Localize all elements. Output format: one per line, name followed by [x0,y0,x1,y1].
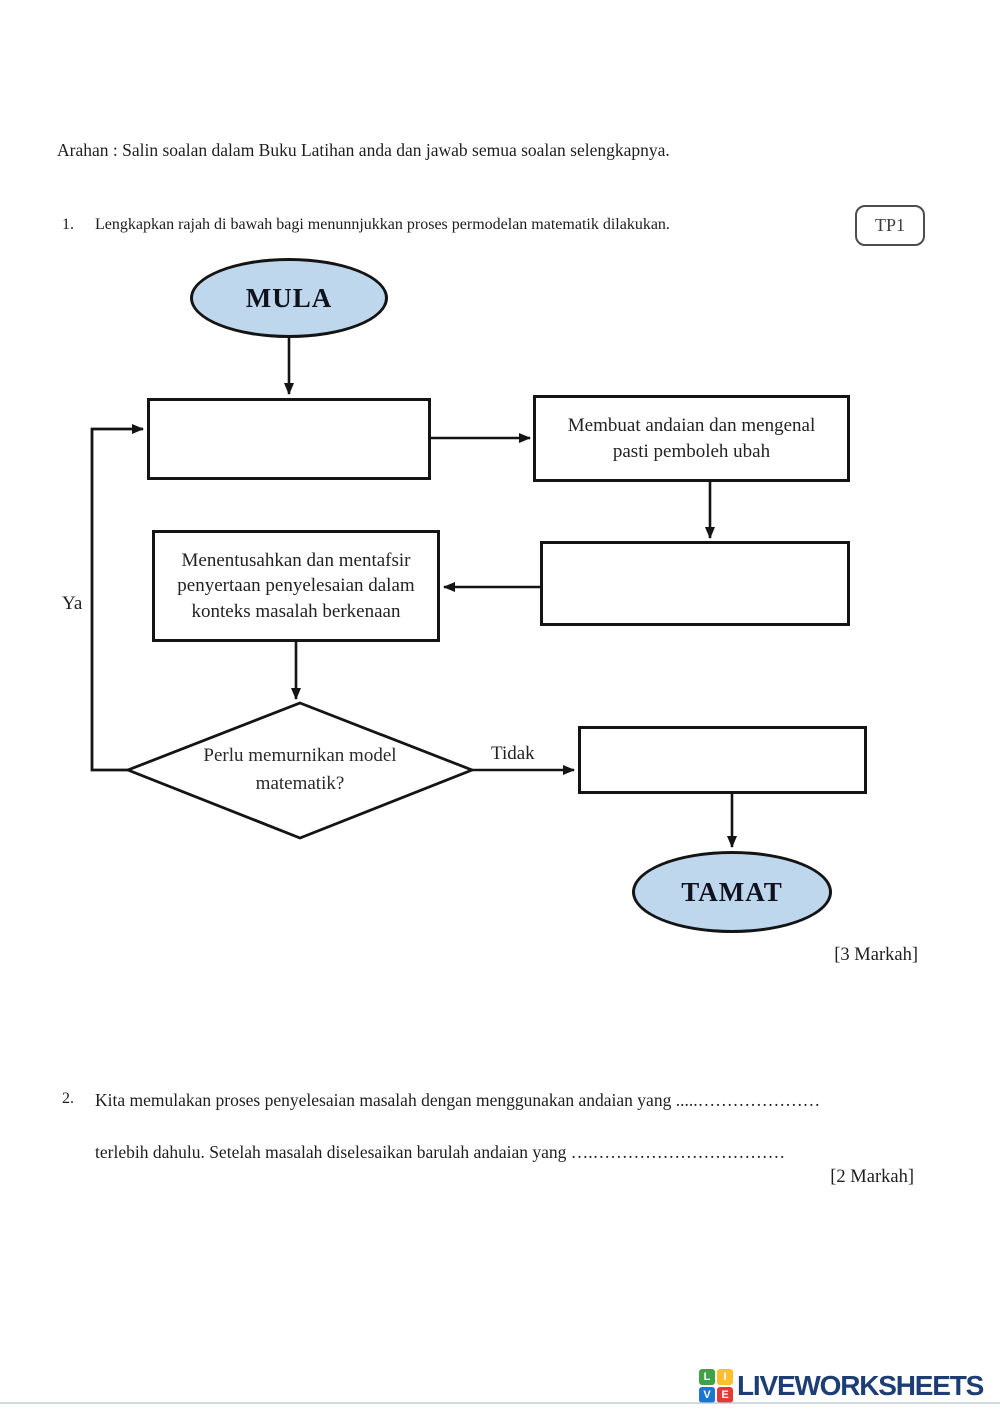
question-1: 1. Lengkapkan rajah di bawah bagi menunn… [62,216,852,234]
decision-diamond-shape [124,701,476,840]
arrow-ya-loop [90,424,144,772]
page-edge-divider [0,1402,1000,1404]
end-terminator: TAMAT [632,851,832,933]
instruction-text: Arahan : Salin soalan dalam Buku Latihan… [57,140,670,160]
answer-box-2[interactable] [540,541,850,626]
answer-box-3[interactable] [578,726,867,794]
logo-cell-l: L [699,1369,715,1385]
answer-box-1[interactable] [147,398,431,480]
question-1-text: Lengkapkan rajah di bawah bagi menunnjuk… [95,216,670,233]
question-2-line-1[interactable]: Kita memulakan proses penyelesaian masal… [95,1090,821,1110]
liveworksheets-grid-icon: L I V E [699,1369,733,1403]
logo-cell-i: I [717,1369,733,1385]
tp-level-badge: TP1 [855,205,925,246]
process-box-menentusahkan-text: Menentusahkan dan mentafsir penyertaan p… [177,549,415,622]
question-2: 2. Kita memulakan proses penyelesaian ma… [62,1090,942,1111]
q2-marks: [2 Markah] [830,1167,914,1187]
process-box-membuat-andaian-text: Membuat andaian dan mengenal pasti pembo… [567,414,816,462]
branch-label-ya: Ya [62,593,83,614]
process-box-menentusahkan: Menentusahkan dan mentafsir penyertaan p… [152,530,440,642]
footer-logo: L I V E LIVEWORKSHEETS [699,1369,984,1403]
logo-cell-e: E [717,1387,733,1403]
question-2-line-2[interactable]: terlebih dahulu. Setelah masalah diseles… [95,1142,786,1162]
q1-marks: [3 Markah] [834,945,918,965]
logo-cell-v: V [699,1387,715,1403]
process-box-membuat-andaian: Membuat andaian dan mengenal pasti pembo… [533,395,850,482]
question-1-number: 1. [62,216,74,233]
branch-label-tidak: Tidak [491,743,535,764]
start-terminator: MULA [190,258,388,338]
brand-text: LIVEWORKSHEETS [737,1370,984,1401]
decision-label: Perlu memurnikan model matematik? [203,745,397,794]
question-2-number: 2. [62,1090,74,1107]
